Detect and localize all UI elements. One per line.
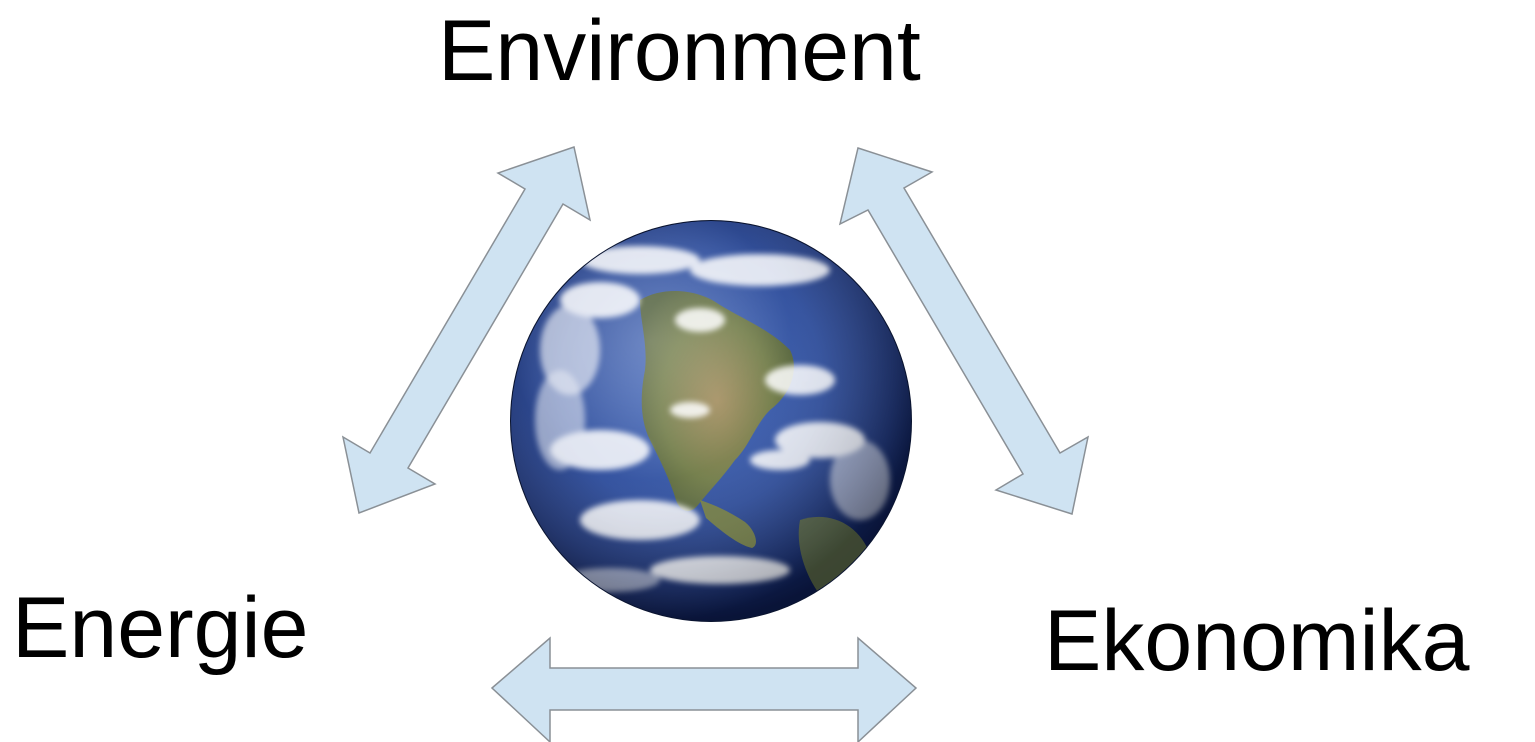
double-arrow-environment-ekonomika [838,147,1090,515]
double-arrow-energie-ekonomika [490,636,918,742]
double-arrow-energie-environment [341,146,592,515]
earth-globe-icon [510,220,912,622]
node-label-environment: Environment [438,3,921,99]
node-label-ekonomika: Ekonomika [1044,593,1470,689]
node-label-energie: Energie [12,580,309,676]
